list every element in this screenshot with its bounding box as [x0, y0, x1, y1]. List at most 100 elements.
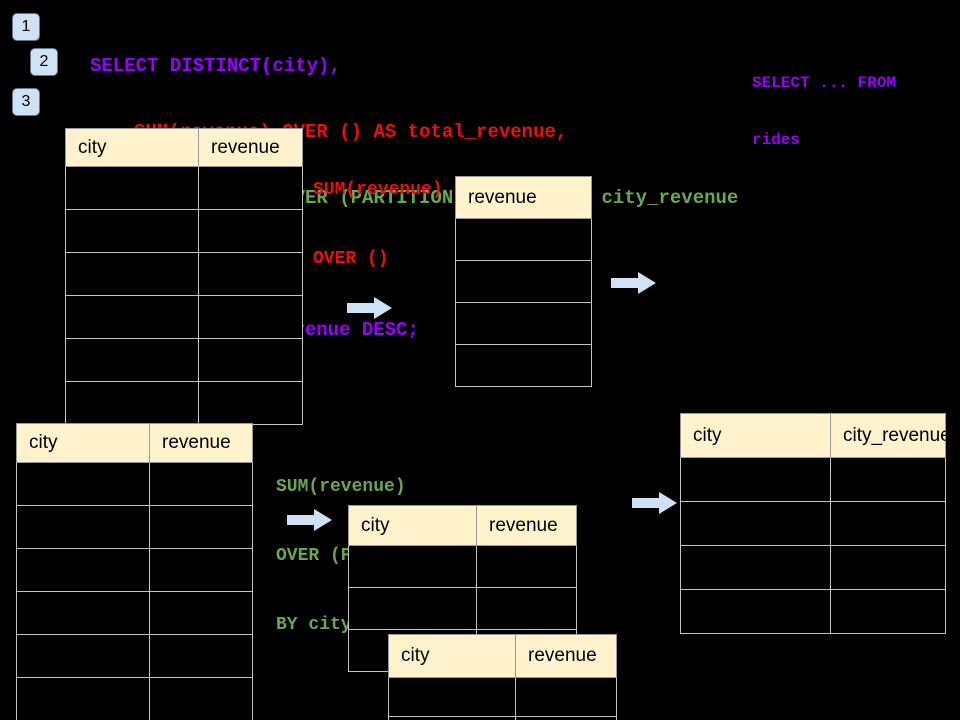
empty-cell: [680, 545, 831, 590]
table-header: city revenue: [65, 128, 303, 167]
table-row: [680, 501, 946, 546]
empty-cell: [16, 591, 150, 635]
empty-cell: [149, 591, 253, 635]
empty-cell: [830, 457, 946, 502]
empty-cell: [476, 587, 577, 630]
step-3-badge: 3: [12, 88, 40, 116]
table-body: [388, 677, 617, 720]
right-arrow-icon: [611, 272, 656, 294]
column-header-revenue: revenue: [149, 423, 253, 463]
column-header-city: city: [65, 128, 199, 167]
empty-cell: [455, 260, 592, 303]
table-header: city revenue: [348, 505, 577, 546]
table-row: [16, 548, 253, 592]
table-header-row: city revenue: [65, 128, 303, 167]
table-header-row: city revenue: [388, 634, 617, 678]
table-header-row: city city_revenue: [680, 413, 951, 458]
table-row: [680, 545, 946, 590]
table-row: [455, 260, 592, 303]
empty-cell: [16, 677, 150, 720]
empty-cell: [65, 381, 199, 425]
right-arrow-icon: [347, 297, 392, 319]
table-row: [348, 587, 577, 630]
column-header-city: city: [348, 505, 477, 546]
side-note-line-2: rides: [752, 131, 801, 149]
empty-cell: [16, 634, 150, 678]
empty-cell: [830, 545, 946, 590]
empty-cell: [149, 634, 253, 678]
empty-cell: [65, 338, 199, 382]
table-header: revenue: [455, 176, 592, 219]
empty-cell: [455, 344, 592, 387]
empty-cell: [455, 218, 592, 261]
column-header-city: city: [388, 634, 516, 678]
empty-cell: [65, 252, 199, 296]
empty-cell: [198, 381, 303, 425]
partition-table-front: city revenue: [388, 634, 617, 720]
annotation-line: OVER (): [313, 249, 389, 269]
column-header-revenue: revenue: [476, 505, 577, 546]
empty-cell: [348, 587, 477, 630]
table-header-row: city revenue: [16, 423, 253, 463]
table-row: [65, 252, 303, 296]
table-row: [65, 381, 303, 425]
empty-cell: [149, 677, 253, 720]
table-row: [680, 589, 946, 634]
empty-cell: [198, 209, 303, 253]
empty-cell: [198, 338, 303, 382]
right-arrow-icon: [632, 492, 677, 514]
table-row: [65, 295, 303, 339]
annotation-line: SUM(revenue): [313, 180, 443, 200]
empty-cell: [65, 166, 199, 210]
column-header-city: city: [680, 413, 831, 458]
table-header: city city_revenue: [680, 413, 951, 458]
empty-cell: [830, 501, 946, 546]
step-1-badge: 1: [12, 13, 40, 41]
table-row: [16, 505, 253, 549]
select-from-rides-note: SELECT ... FROM rides: [752, 36, 896, 188]
empty-cell: [16, 462, 150, 506]
table-header: city revenue: [16, 423, 253, 463]
empty-cell: [198, 295, 303, 339]
empty-cell: [198, 252, 303, 296]
column-header-city-revenue: city_revenue: [830, 413, 951, 458]
table-row: [65, 338, 303, 382]
empty-cell: [515, 677, 617, 717]
table-row: [16, 591, 253, 635]
total-revenue-table: revenue: [455, 176, 592, 387]
empty-cell: [348, 545, 477, 588]
table-row: [388, 677, 617, 717]
table-row: [16, 634, 253, 678]
table-row: [455, 302, 592, 345]
table-header: city revenue: [388, 634, 617, 678]
source-table-bottom: city revenue: [16, 423, 253, 720]
annotation-line: SUM(revenue): [276, 477, 406, 497]
empty-cell: [680, 457, 831, 502]
empty-cell: [476, 545, 577, 588]
empty-cell: [198, 166, 303, 210]
step-2-badge: 2: [30, 48, 58, 76]
table-header-row: city revenue: [348, 505, 577, 546]
empty-cell: [830, 589, 946, 634]
empty-cell: [65, 295, 199, 339]
table-row: [388, 716, 617, 720]
empty-cell: [16, 505, 150, 549]
empty-cell: [388, 677, 516, 717]
empty-cell: [16, 548, 150, 592]
empty-cell: [455, 302, 592, 345]
total-revenue-annotation: SUM(revenue) OVER (): [313, 133, 443, 317]
table-body: [65, 166, 303, 425]
table-row: [348, 545, 577, 588]
empty-cell: [149, 462, 253, 506]
table-body: [16, 462, 253, 720]
table-row: [16, 462, 253, 506]
table-header-row: revenue: [455, 176, 592, 219]
empty-cell: [680, 589, 831, 634]
table-row: [65, 166, 303, 210]
table-row: [65, 209, 303, 253]
empty-cell: [149, 505, 253, 549]
table-body: [680, 457, 946, 634]
source-table-top: city revenue: [65, 128, 303, 425]
empty-cell: [149, 548, 253, 592]
table-row: [455, 218, 592, 261]
